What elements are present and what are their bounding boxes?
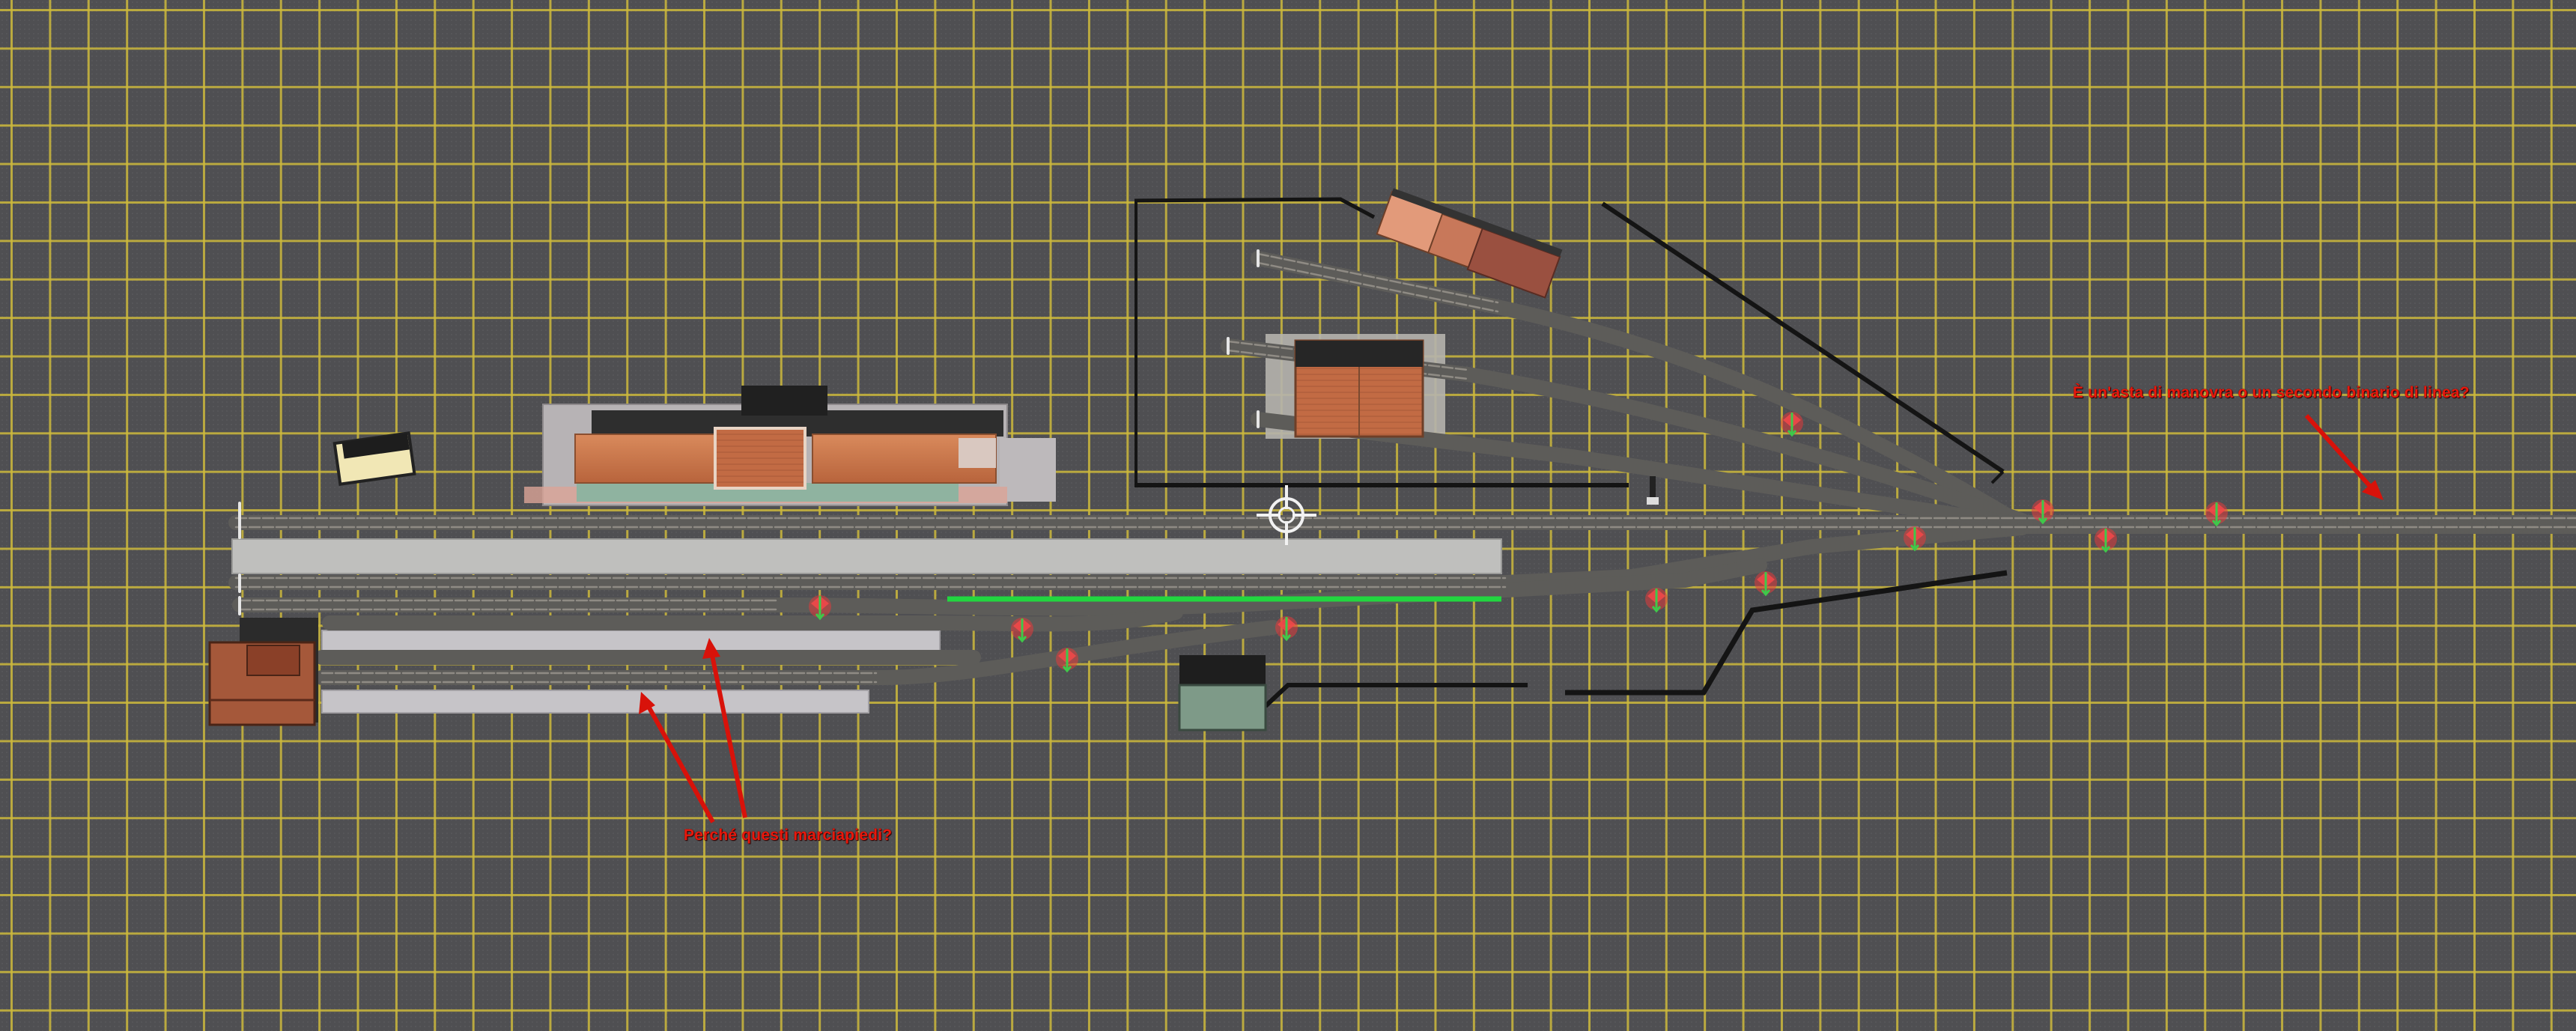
switch-markers[interactable] <box>809 412 2228 673</box>
arrow-to-platform-1 <box>709 651 747 818</box>
signal-icon[interactable] <box>1056 648 1078 673</box>
arrow-to-line-end <box>2304 413 2376 493</box>
annotation-arrows <box>639 413 2384 824</box>
signal-icon[interactable] <box>1904 526 1926 552</box>
crosshair-icon[interactable] <box>1257 485 1316 545</box>
arrowhead <box>639 692 655 714</box>
arrowhead <box>702 638 720 659</box>
siding-track-1 <box>1251 251 2029 532</box>
tracks <box>228 249 2576 685</box>
signal-icon[interactable] <box>1781 412 1803 437</box>
signal-icon[interactable] <box>1645 588 1668 613</box>
signal-icon[interactable] <box>1011 618 1033 643</box>
arrow-to-platform-2 <box>645 702 715 824</box>
signal-icon[interactable] <box>809 595 831 621</box>
arrowhead <box>2362 480 2384 500</box>
signal-icon[interactable] <box>2032 499 2054 525</box>
shelter-building[interactable] <box>332 431 416 486</box>
annotation-question-line: È un'asta di manovra o un secondo binari… <box>2073 384 2470 401</box>
signal-icon[interactable] <box>2205 502 2228 527</box>
station-building[interactable] <box>524 386 1056 506</box>
annotation-question-platforms: Perché questi marciapiedi? <box>684 827 893 844</box>
freight-shed[interactable] <box>1294 339 1424 438</box>
siding-track-3 <box>1251 412 2029 532</box>
row-houses[interactable] <box>1376 188 1563 299</box>
track-4 <box>322 605 1183 632</box>
track-5 <box>315 620 1281 685</box>
siding-track-2 <box>1221 338 2029 528</box>
signal-post <box>1647 476 1659 505</box>
signal-icon[interactable] <box>2094 528 2117 553</box>
catenary-wires <box>1134 197 2008 708</box>
signal-icon[interactable] <box>1275 616 1298 642</box>
bay-platform-2 <box>321 690 869 714</box>
track-3 <box>232 558 1767 616</box>
main-platform <box>231 538 1502 574</box>
signal-icon[interactable] <box>1755 571 1777 597</box>
signal-box[interactable] <box>1178 655 1267 732</box>
brick-building[interactable] <box>208 618 318 726</box>
